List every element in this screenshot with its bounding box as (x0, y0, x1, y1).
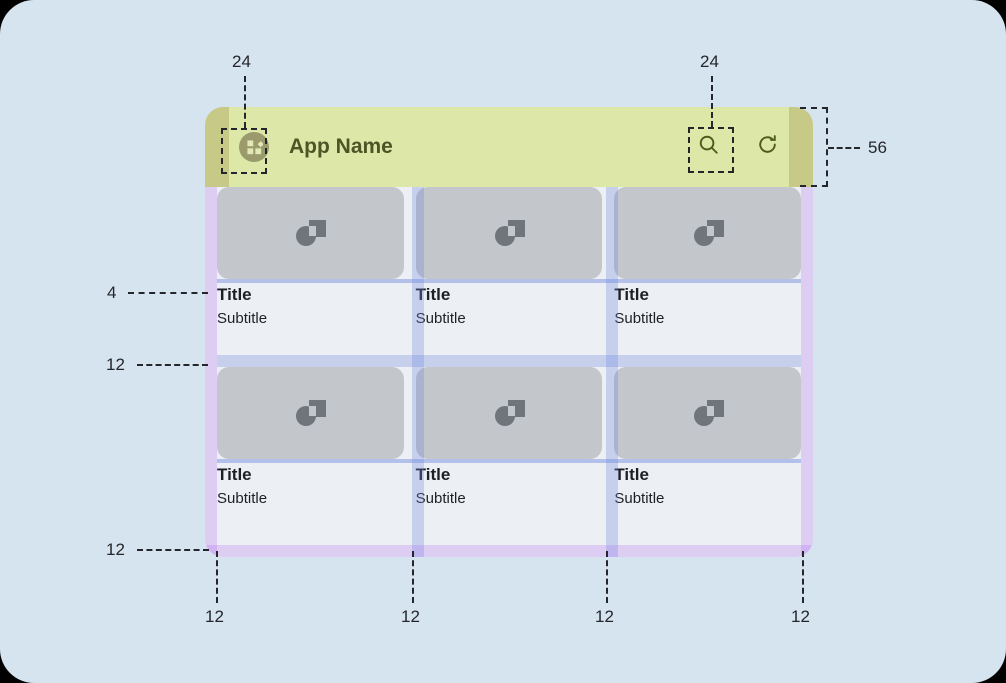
image-placeholder-icon (693, 400, 724, 426)
card-title: Title (415, 285, 451, 304)
appbar-height-bracket (800, 107, 828, 187)
card-media (415, 367, 603, 459)
annotation-gutter-2: 12 (401, 607, 420, 626)
card-title: Title (614, 285, 649, 304)
annotation-gutter-3: 12 (595, 607, 614, 626)
search-icon[interactable] (697, 133, 720, 161)
leader-line (828, 147, 860, 149)
annotation-row-gap: 12 (106, 355, 125, 374)
app-grid-logo-icon[interactable] (239, 132, 269, 162)
annotation-media-to-text: 4 (107, 283, 117, 302)
annotation-touch-target-right: 24 (700, 52, 719, 71)
leader-line (128, 292, 208, 294)
annotation-bottom-margin: 12 (106, 540, 125, 559)
card-subtitle: Subtitle (415, 489, 466, 507)
card[interactable]: Title Subtitle (614, 187, 802, 355)
image-placeholder-icon (296, 400, 327, 426)
card-media (415, 187, 603, 279)
card-subtitle: Subtitle (217, 309, 268, 327)
leader-line (412, 551, 414, 603)
refresh-icon[interactable] (756, 133, 779, 161)
app-frame: App Name (205, 107, 813, 557)
card-title: Title (217, 465, 252, 484)
card-text: Title Subtitle (416, 459, 603, 510)
card-media (217, 187, 404, 279)
card-text: Title Subtitle (614, 279, 801, 330)
card[interactable]: Title Subtitle (415, 367, 603, 535)
card-title: Title (217, 285, 252, 304)
card-text: Title Subtitle (217, 279, 404, 330)
card[interactable]: Title Subtitle (614, 367, 802, 535)
card-title: Title (415, 465, 451, 484)
card-media (614, 187, 802, 279)
card-grid: Title Subtitle Title Subtitle (205, 187, 813, 557)
card-row: Title Subtitle Title Subtitle (217, 187, 802, 355)
app-title: App Name (289, 135, 393, 158)
card-title: Title (614, 465, 649, 484)
image-placeholder-icon (693, 220, 724, 246)
annotation-touch-target-left: 24 (232, 52, 251, 71)
card-media (614, 367, 802, 459)
card-text: Title Subtitle (416, 279, 603, 330)
leader-line (244, 76, 246, 128)
card[interactable]: Title Subtitle (415, 187, 603, 355)
card-media (217, 367, 404, 459)
card-subtitle: Subtitle (614, 489, 665, 507)
app-bar: App Name (205, 107, 813, 187)
card-text: Title Subtitle (614, 459, 801, 510)
leader-line (216, 551, 218, 603)
annotation-gutter-4: 12 (791, 607, 810, 626)
image-placeholder-icon (495, 220, 525, 246)
image-placeholder-icon (296, 220, 327, 246)
leader-line (711, 76, 713, 127)
leader-line (606, 551, 608, 603)
annotation-appbar-height: 56 (868, 138, 887, 157)
card-row: Title Subtitle Title Subtitle (217, 367, 802, 535)
app-bar-leading: App Name (239, 132, 393, 162)
card[interactable]: Title Subtitle (217, 367, 404, 535)
card[interactable]: Title Subtitle (217, 187, 404, 355)
annotation-gutter-1: 12 (205, 607, 224, 626)
image-placeholder-icon (495, 400, 525, 426)
card-subtitle: Subtitle (217, 489, 268, 507)
card-subtitle: Subtitle (415, 309, 466, 327)
leader-line (802, 551, 804, 603)
card-text: Title Subtitle (217, 459, 404, 510)
card-subtitle: Subtitle (614, 309, 665, 327)
leader-line (137, 364, 208, 366)
app-bar-actions (697, 133, 779, 161)
leader-line (137, 549, 209, 551)
